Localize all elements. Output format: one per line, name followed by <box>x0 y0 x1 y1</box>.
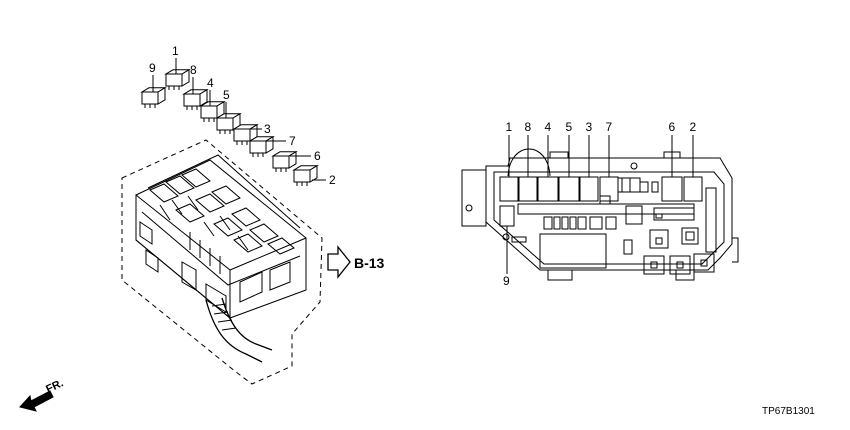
iso-callouts: 9 1 8 4 5 3 7 6 2 <box>149 44 336 187</box>
wire-harness <box>205 299 263 363</box>
direction-label: FR. <box>44 377 65 395</box>
relay-group <box>140 68 319 186</box>
callout-relay-4: 4 <box>207 76 214 90</box>
relay-6 <box>232 123 259 145</box>
relay-box-layout <box>461 148 739 281</box>
callout-relay-8: 8 <box>190 63 197 77</box>
relay-box-isometric <box>121 139 323 385</box>
relay-3 <box>182 88 209 110</box>
relay-9 <box>292 164 319 186</box>
layout-callout-4: 5 <box>566 120 573 134</box>
relay-2 <box>164 68 191 90</box>
reference-arrow-b13: B-13 <box>327 245 385 279</box>
callout-relay-1: 1 <box>172 44 179 58</box>
part-code: TP67B1301 <box>762 406 815 417</box>
front-direction-arrow: FR. <box>19 377 65 412</box>
callout-relay-3: 3 <box>264 122 271 136</box>
layout-callout-7: 6 <box>669 120 676 134</box>
callout-relay-2: 2 <box>329 173 336 187</box>
layout-callout-bottom: 9 <box>503 274 510 288</box>
layout-callout-2: 8 <box>525 120 532 134</box>
layout-callout-5: 3 <box>586 120 593 134</box>
callout-relay-7: 7 <box>289 134 296 148</box>
relay-4 <box>199 100 226 122</box>
relay-7 <box>248 135 275 157</box>
layout-callout-6: 7 <box>606 120 613 134</box>
layout-callout-3: 4 <box>545 120 552 134</box>
box-top-cells <box>149 168 295 274</box>
callout-relay-5: 5 <box>223 88 230 102</box>
fuse-strip <box>543 177 659 230</box>
callout-relay-9: 9 <box>149 61 156 75</box>
reference-label: B-13 <box>354 255 385 271</box>
relay-8 <box>271 150 298 172</box>
callout-relay-6: 6 <box>314 149 321 163</box>
layout-callout-8: 2 <box>690 120 697 134</box>
layout-callout-1: 1 <box>506 120 513 134</box>
